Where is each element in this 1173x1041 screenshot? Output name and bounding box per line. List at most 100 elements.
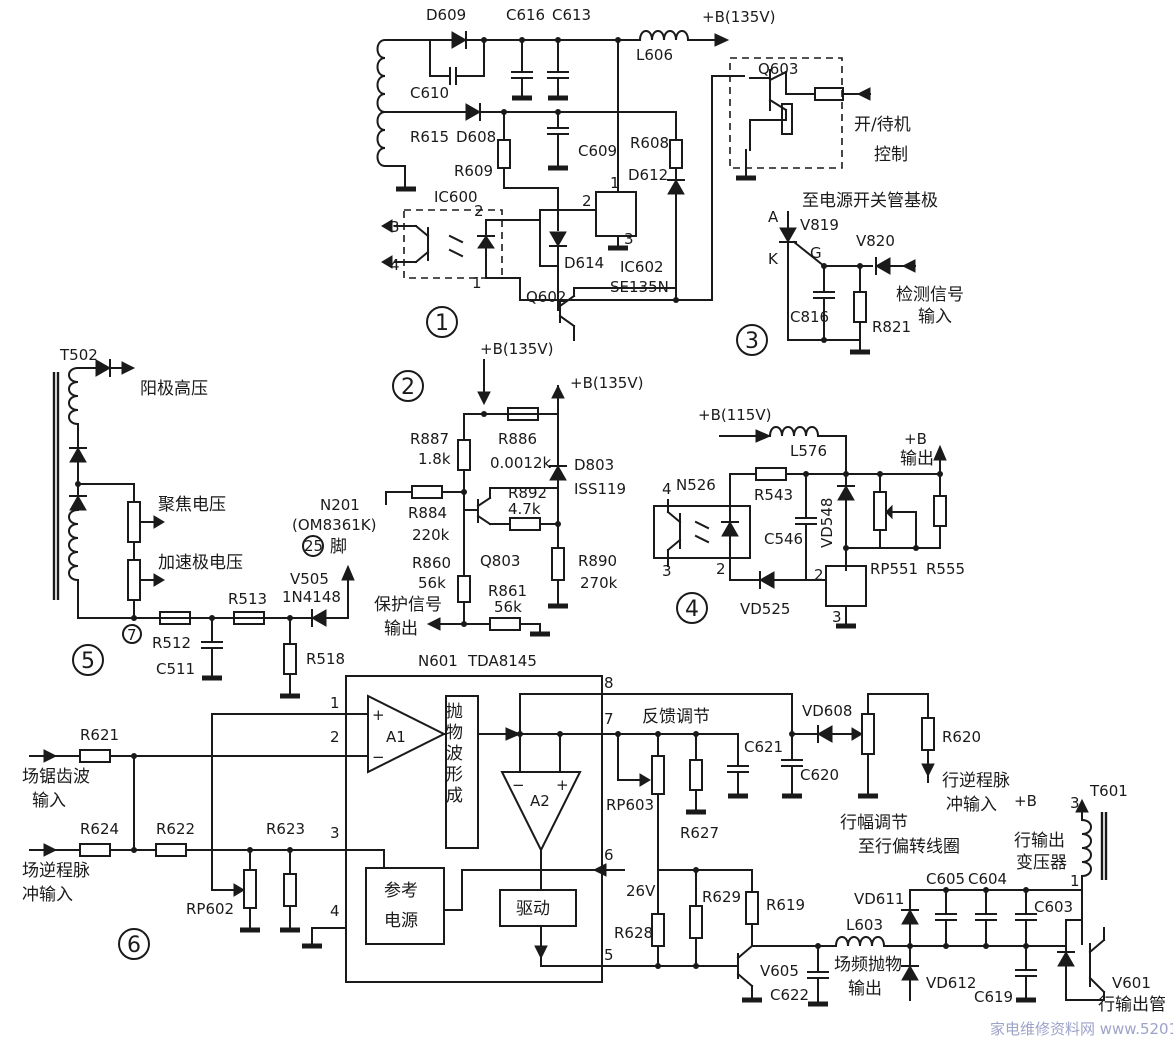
label-r622: R622 [156,820,195,838]
label-vd612: VD612 [926,974,976,992]
label-protect: 保护信号 [374,595,442,615]
circuit-6-marker [118,928,150,960]
label-pin2: 2 [330,728,340,746]
label-c546: C546 [764,530,803,548]
label-pin4: 4 [330,902,340,920]
label-t601: T601 [1089,782,1128,800]
r861-resistor [489,617,521,631]
circuit-2-marker [392,370,424,402]
r892-resistor [509,517,541,531]
label-hflyback: 行逆程脉 [942,771,1010,791]
r518-resistor [283,643,297,675]
r821-resistor [853,291,867,323]
label-c620: C620 [800,766,839,784]
label-r518: R518 [306,650,345,668]
label-n526: N526 [676,476,716,494]
r623-resistor [283,873,297,907]
label-l576: L576 [790,442,827,460]
label-r555: R555 [926,560,965,578]
label-pin25: 25 [304,537,323,555]
label-r890: R890 [578,552,617,570]
circuit-4-number: 4 [685,597,699,622]
ic600-optocoupler [403,209,503,279]
label-bplus135: +B(135V) [702,8,775,26]
label-r892: R892 [508,484,547,502]
label-ic600-pin2: 2 [474,202,484,220]
label-v601: V601 [1112,974,1151,992]
label-drive: 驱动 [516,899,550,919]
focus-potentiometer [127,501,141,543]
d608-diode [465,103,482,121]
label-field-out: 输出 [848,979,882,999]
circuit-3-number: 3 [745,329,759,354]
r890-resistor [551,547,565,581]
label-a1-plus: + [372,706,385,724]
label-r628: R628 [614,924,653,942]
label-hout-transformer-1: 行输出 [1014,831,1065,851]
label-q603: Q603 [758,60,798,78]
r627-resistor [689,759,703,791]
label-iss119: ISS119 [574,480,626,498]
label-t601-pin1: 1 [1070,872,1080,890]
d614-diode [549,231,567,248]
label-d614: D614 [564,254,604,272]
vd611-diode [901,908,919,925]
label-bplus-top: +B(135V) [480,340,553,358]
label-v505: V505 [290,570,329,588]
label-bplus-out: +B [904,430,927,448]
v819-scr [779,227,797,244]
label-d609: D609 [426,6,466,24]
label-bplus115: +B(115V) [698,406,771,424]
label-detect: 检测信号 [896,285,964,305]
label-se135n: SE135N [610,278,669,296]
label-c604: C604 [968,870,1007,888]
label-r860: R860 [412,554,451,572]
l576-inductor [768,426,847,475]
label-detect-input: 输入 [918,307,952,327]
label-r884v: 220k [412,526,450,544]
vd612-diode [901,964,919,981]
circuit-3-marker [736,324,768,356]
n601-tda8145-chip [345,675,603,983]
label-focus: 聚焦电压 [158,495,226,515]
reference-supply-block [365,867,445,945]
label-pin8: 8 [604,674,614,692]
label-pin6: 6 [604,846,614,864]
label-vd611: VD611 [854,890,904,908]
circuit-2-number: 2 [401,375,415,400]
label-r892v: 4.7k [508,500,541,518]
label-accel: 加速极电压 [158,553,243,573]
rp603-potentiometer [651,755,665,795]
v820-diode [874,257,891,275]
label-ic602-pin2: 2 [582,192,592,210]
label-t502: T502 [59,346,98,364]
label-q803: Q803 [480,552,520,570]
label-vd548: VD548 [818,498,836,548]
label-r543: R543 [754,486,793,504]
circuit-1-number: 1 [435,311,449,336]
label-n601: N601 [418,652,458,670]
circuit-4-marker [676,592,708,624]
circuit-6: N601 TDA8145 8 1 2 7 3 6 4 5 + − A1 − + … [22,652,1166,1015]
t502-winding [68,366,80,426]
r628-resistor [651,913,665,947]
vd608-diode [816,725,833,743]
label-rp603: RP603 [606,796,654,814]
label-r887: R887 [410,430,449,448]
label-sawtooth-in: 输入 [32,791,66,811]
label-rp602: RP602 [186,900,234,918]
r887-resistor [457,439,471,471]
label-hout-tube: 行输出管 [1098,995,1166,1015]
label-pin1: 1 [330,694,340,712]
circuit-5-marker [72,644,104,676]
label-r887v: 1.8k [418,450,451,468]
r624-resistor [79,843,111,857]
label-r627: R627 [680,824,719,842]
label-standby: 开/待机 [854,115,911,135]
label-ic600-pin3: 3 [390,218,400,236]
r513-resistor [233,611,265,625]
label-c603: C603 [1034,898,1073,916]
label-r886: R886 [498,430,537,448]
label-n526-pin3: 3 [662,562,672,580]
rp551-potentiometer [873,491,887,531]
